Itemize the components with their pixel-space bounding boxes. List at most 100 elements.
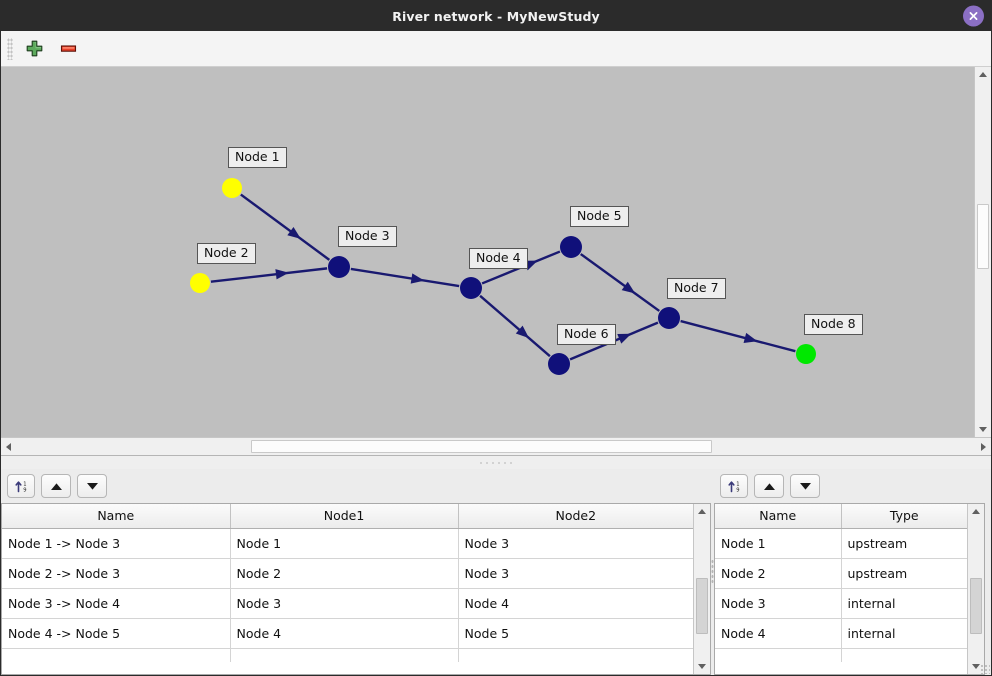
graph-node-node-7[interactable] [658,307,680,329]
node-table-vertical-scrollbar[interactable] [967,504,984,674]
branch-move-up-button[interactable] [41,474,71,498]
table-cell[interactable]: Node 4 [230,618,459,649]
graph-node-label-node-6[interactable]: Node 6 [557,324,616,345]
table-cell[interactable]: internal [841,588,967,619]
node-scroll-up-arrow[interactable] [968,504,984,519]
network-canvas[interactable]: Node 1 Node 2 Node 3 Node 4 Node 5 Node 6 Node… [1,67,974,437]
column-header-name[interactable]: Name [2,504,231,529]
pane-splitter[interactable] [1,455,991,469]
graph-edge[interactable] [350,267,460,288]
canvas-horizontal-scrollbar[interactable] [1,437,991,455]
graph-edge[interactable] [240,193,331,261]
branch-sort-ascending-icon[interactable]: 1 9 [7,474,35,498]
table-cell[interactable]: Node 4 -> Node 5 [2,618,231,649]
node-move-down-button[interactable] [790,474,820,498]
graph-node-node-2[interactable] [190,273,210,293]
node-vscroll-track[interactable] [968,519,984,659]
branch-vscroll-track[interactable] [694,519,710,659]
table-cell[interactable]: Node 1 -> Node 3 [2,528,231,559]
canvas-vscroll-track[interactable] [975,82,991,422]
graph-edge[interactable] [210,267,328,283]
table-cell[interactable]: Node 2 [230,558,459,589]
scroll-left-arrow[interactable] [1,438,16,455]
table-cell[interactable]: Node 3 [458,528,693,559]
branch-vscroll-thumb[interactable] [696,577,708,634]
table-cell[interactable]: upstream [841,528,967,559]
resize-corner-grip[interactable] [980,664,990,674]
scroll-down-arrow[interactable] [975,422,991,437]
column-header-node2[interactable]: Node2 [458,504,693,529]
column-header-node1[interactable]: Node1 [230,504,459,529]
graph-edge[interactable] [580,253,660,312]
table-cell[interactable]: Node 3 [230,588,459,619]
table-cell[interactable]: Node 2 -> Node 3 [2,558,231,589]
graph-node-node-8[interactable] [796,344,816,364]
svg-text:1: 1 [736,481,739,487]
close-icon[interactable] [963,5,984,27]
graph-node-label-node-5[interactable]: Node 5 [570,206,629,227]
add-plus-icon[interactable] [21,36,47,62]
graph-node-label-node-1[interactable]: Node 1 [228,147,287,168]
table-cell[interactable]: Node 3 [458,558,693,589]
scroll-right-arrow[interactable] [976,438,991,455]
remove-minus-icon[interactable] [55,36,81,62]
node-vscroll-thumb[interactable] [970,577,982,634]
graph-node-node-1[interactable] [222,178,242,198]
table-cell[interactable]: Node 4 [458,588,693,619]
table-cell[interactable]: Node 5 [458,618,693,649]
table-cell[interactable]: Node 4 [715,618,842,649]
canvas-hscroll-track[interactable] [16,438,976,455]
table-cell[interactable]: Node 1 [715,528,842,559]
table-cell[interactable]: upstream [841,558,967,589]
table-cell[interactable]: internal [841,618,967,649]
canvas-vscroll-thumb[interactable] [977,204,989,269]
graph-node-node-6[interactable] [548,353,570,375]
table-cell[interactable]: Node 2 [715,558,842,589]
table-cell[interactable]: Node 3 [715,588,842,619]
arrow-up-icon [50,482,62,490]
graph-node-label-node-7[interactable]: Node 7 [667,278,726,299]
graph-edge-arrow [287,226,301,239]
graph-node-label-node-4[interactable]: Node 4 [469,248,528,269]
scroll-up-arrow[interactable] [975,67,991,82]
graph-node-node-3[interactable] [328,256,350,278]
branch-move-down-button[interactable] [77,474,107,498]
graph-edge[interactable] [680,319,796,353]
column-header-type[interactable]: Type [841,504,967,529]
table-empty-row [2,648,693,662]
graph-node-label-node-3[interactable]: Node 3 [338,226,397,247]
table-cell-empty [2,648,231,662]
branch-table-vertical-scrollbar[interactable] [693,504,710,674]
table-cell[interactable]: Node 1 [230,528,459,559]
canvas-hscroll-thumb[interactable] [251,440,712,453]
table-cell[interactable]: Node 3 -> Node 4 [2,588,231,619]
branch-scroll-down-arrow[interactable] [694,659,710,674]
graph-node-label-node-8[interactable]: Node 8 [804,314,863,335]
branch-scroll-up-arrow[interactable] [694,504,710,519]
graph-edge[interactable] [479,294,551,358]
tables-divider[interactable] [711,469,714,675]
graph-edge-arrow [515,325,530,339]
graph-node-node-5[interactable] [560,236,582,258]
node-sort-ascending-icon[interactable]: 1 9 [720,474,748,498]
graph-node-node-4[interactable] [460,277,482,299]
column-header-name[interactable]: Name [715,504,842,529]
arrow-down-icon [86,482,98,490]
svg-text:9: 9 [23,487,26,493]
graph-node-label-node-2[interactable]: Node 2 [197,243,256,264]
toolbar-drag-handle[interactable] [7,37,13,60]
node-move-up-button[interactable] [754,474,784,498]
network-graph [190,178,816,375]
canvas-vertical-scrollbar[interactable] [974,67,991,437]
